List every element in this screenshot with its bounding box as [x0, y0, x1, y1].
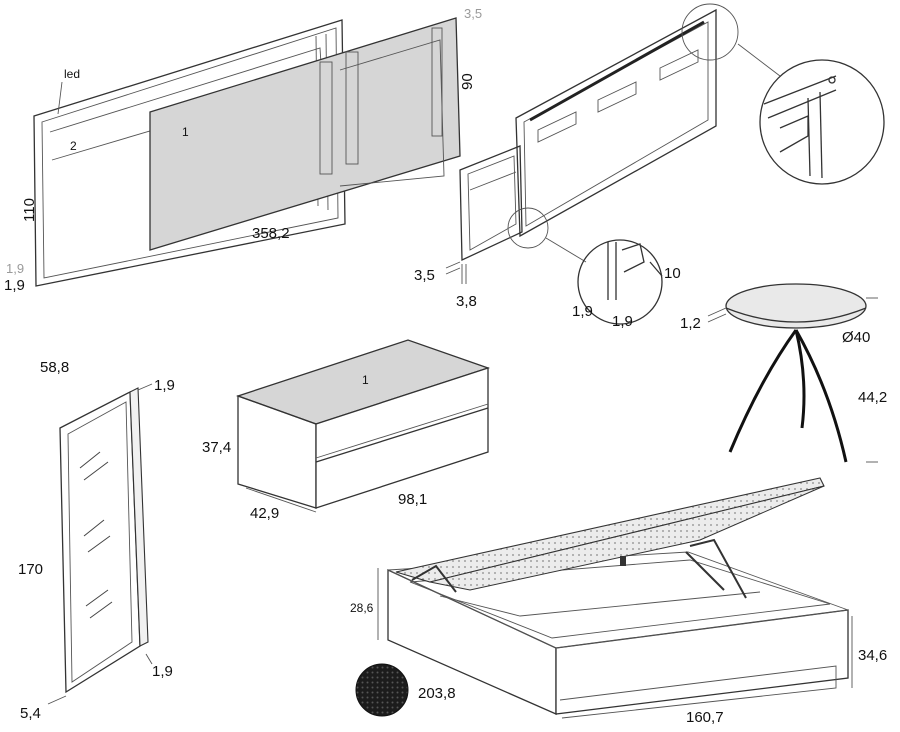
chest-dim-width: 98,1 [398, 491, 427, 508]
storage-bed [377, 477, 853, 719]
mirror-dim-bottom-depth: 1,9 [152, 663, 173, 680]
detail-dim-b: 3,8 [456, 293, 477, 310]
fabric-swatch [355, 663, 409, 717]
detail-dimension-ticks [445, 261, 467, 284]
headboard-assembly [459, 8, 717, 262]
headboard-part-panel: 1 [182, 125, 189, 139]
headboard-led-label: led [64, 67, 80, 81]
headboard-panel [149, 17, 461, 251]
mirror-dim-top-depth: 1,9 [154, 377, 175, 394]
mirror-dim-base: 5,4 [20, 705, 41, 722]
detail-dim-d: 1,9 [572, 303, 593, 320]
headboard-dim-height: 110 [21, 198, 38, 222]
side-table-dim-top: 1,2 [680, 315, 701, 332]
bed-dim-inner-height: 28,6 [350, 601, 374, 615]
chest-dim-height: 37,4 [202, 439, 231, 456]
side-table-dim-diameter: Ø40 [842, 329, 870, 346]
detail-circle-bottom [507, 207, 549, 249]
headboard-dim-panel-depth: 3,5 [464, 6, 482, 21]
mirror [59, 387, 149, 694]
mirror-dim-width: 58,8 [40, 359, 69, 376]
detail-dim-c: 10 [664, 265, 681, 282]
bed-dim-width: 160,7 [686, 709, 724, 726]
side-table [725, 283, 878, 463]
detail-zoom-bottom [577, 239, 663, 325]
headboard-part-frame: 2 [70, 139, 77, 153]
headboard-dim-width: 358,2 [252, 225, 290, 242]
bed-dim-height: 34,6 [858, 647, 887, 664]
detail-dim-a: 3,5 [414, 267, 435, 284]
chest-of-drawers [236, 339, 491, 513]
mirror-dim-height: 170 [18, 561, 43, 578]
detail-circle-top [681, 3, 739, 61]
bed-dim-length: 203,8 [418, 685, 456, 702]
chest-dim-depth: 42,9 [250, 505, 279, 522]
headboard-dim-bottom-grey: 1,9 [6, 261, 24, 276]
detail-dim-e: 1,9 [612, 313, 633, 330]
led-leader [57, 81, 63, 115]
side-table-dim-height: 44,2 [858, 389, 887, 406]
chest-part-top: 1 [362, 373, 369, 387]
headboard-dim-panel-height: 90 [459, 73, 476, 90]
headboard-dim-bottom: 1,9 [4, 277, 25, 294]
detail-zoom-top [759, 59, 885, 185]
